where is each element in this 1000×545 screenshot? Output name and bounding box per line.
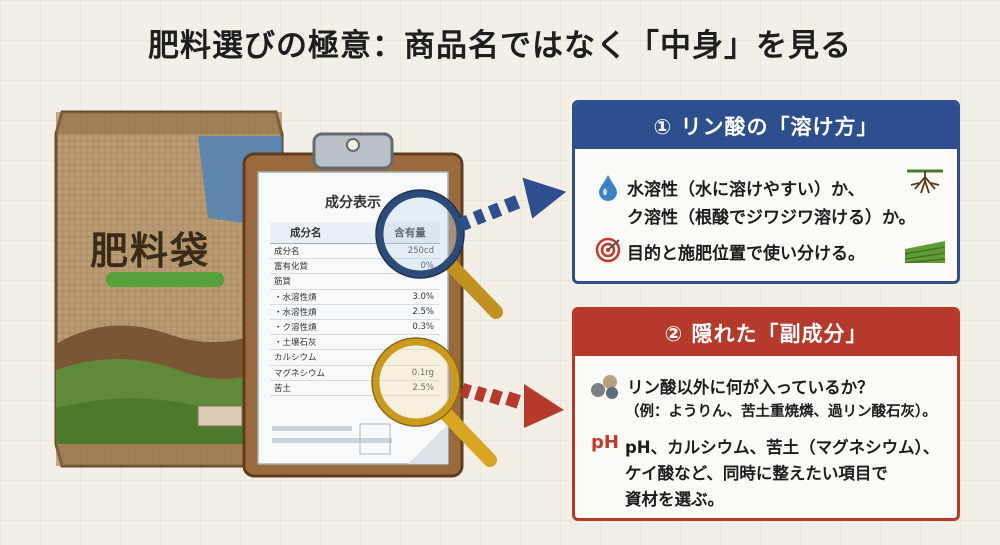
table-row: カルシウム	[270, 350, 440, 366]
arrow-to-card1-icon	[458, 177, 567, 231]
card1-line3: 目的と施肥位置で使い分ける。	[627, 244, 865, 264]
water-drop-icon	[599, 175, 617, 201]
magnifying-glass-icon	[371, 337, 497, 467]
cell-amount: 0.3%	[412, 322, 434, 333]
cell-name: ・ク溶性熕	[274, 323, 317, 334]
roots-icon	[907, 169, 943, 194]
table-row: ・土壌石灰	[270, 335, 440, 351]
cell-name: 富有化質	[274, 262, 309, 273]
cell-name: マグネシウム	[274, 368, 326, 379]
cell-amount: 3.0%	[412, 291, 434, 302]
cell-name: 苦土	[274, 383, 292, 394]
arrow-to-card2-icon	[460, 383, 564, 428]
card2-line5: 資材を選ぶ。	[625, 490, 724, 509]
table-row: 筋質	[270, 274, 440, 290]
table-row: 富有化質 0%	[270, 259, 440, 275]
cell-name: ・水溶性熕	[274, 292, 317, 303]
card2-line3: pH、カルシウム、苦土（マグネシウム）、	[625, 438, 940, 457]
minerals-icon	[591, 375, 618, 399]
table-row: マグネシウム 0.1rg	[270, 366, 440, 381]
sheet-title: 成分表示	[325, 195, 381, 211]
cell-amount: 250cd	[380, 246, 440, 256]
cell-name: 成分名	[274, 247, 300, 258]
bag-label: 肥料袋	[90, 229, 211, 273]
page-title: 肥料選びの極意：商品名ではなく「中身」を見る	[148, 28, 852, 64]
phosphate-solubility-card: ① リン酸の「溶け方」 水溶性（水に溶けやすい）か、 ク溶性（根酸でジワジワ溶け…	[572, 100, 960, 284]
ingredient-table: 成分名 含有量 成分名 250cd 富有化質 0% 筋質 ・水溶性熕 3.0% ・水溶…	[270, 222, 440, 396]
card2-line4: ケイ酸など、同時に整えたい項目で	[625, 464, 888, 483]
target-icon	[595, 237, 621, 263]
table-row: ・ク溶性熕 0.3%	[270, 320, 440, 336]
cell-amount: 2.5%	[380, 383, 440, 393]
cell-name: カルシウム	[274, 353, 317, 364]
table-row: 苦土 2.5%	[270, 381, 440, 396]
magnifying-glass-icon	[375, 189, 503, 319]
table-row: ・水溶性熕 2.5%	[270, 305, 440, 320]
clipboard-illustration: 成分表示 成分名 含有量 成分名 250cd 富有化質 0% 筋質 ・水溶性熕 3.0…	[240, 128, 466, 480]
card2-line2: （例：ようりん、苦土重焼燐、過リン酸石灰）。	[625, 404, 937, 420]
field-icon	[905, 241, 945, 263]
card1-line2: ク溶性（根酸でジワジワ溶ける）か。	[627, 208, 916, 228]
table-row: ・水溶性熕 3.0%	[270, 290, 440, 305]
cell-amount: 2.5%	[412, 306, 434, 317]
column-header-amount: 含有量	[380, 225, 440, 240]
card1-heading: ① リン酸の「溶け方」	[575, 103, 957, 149]
cell-name: ・土壌石灰	[274, 338, 317, 349]
secondary-components-card: ② 隠れた「副成分」 リン酸以外に何が入っているか？ （例：ようりん、苦土重焼燐…	[572, 307, 960, 521]
cell-name: ・水溶性熕	[274, 307, 317, 318]
table-row: 成分名 250cd	[270, 244, 440, 260]
cell-amount: 0.1rg	[380, 368, 440, 378]
cell-amount: 0%	[380, 261, 440, 271]
ph-icon: pH	[591, 432, 619, 453]
cell-name: 筋質	[274, 277, 292, 288]
column-header-name: 成分名	[290, 227, 322, 239]
card2-heading: ② 隠れた「副成分」	[575, 310, 957, 356]
card1-line1: 水溶性（水に溶けやすい）か、	[627, 180, 865, 200]
card2-line1: リン酸以外に何が入っているか？	[627, 378, 874, 397]
table-header: 成分名 含有量	[270, 222, 440, 244]
